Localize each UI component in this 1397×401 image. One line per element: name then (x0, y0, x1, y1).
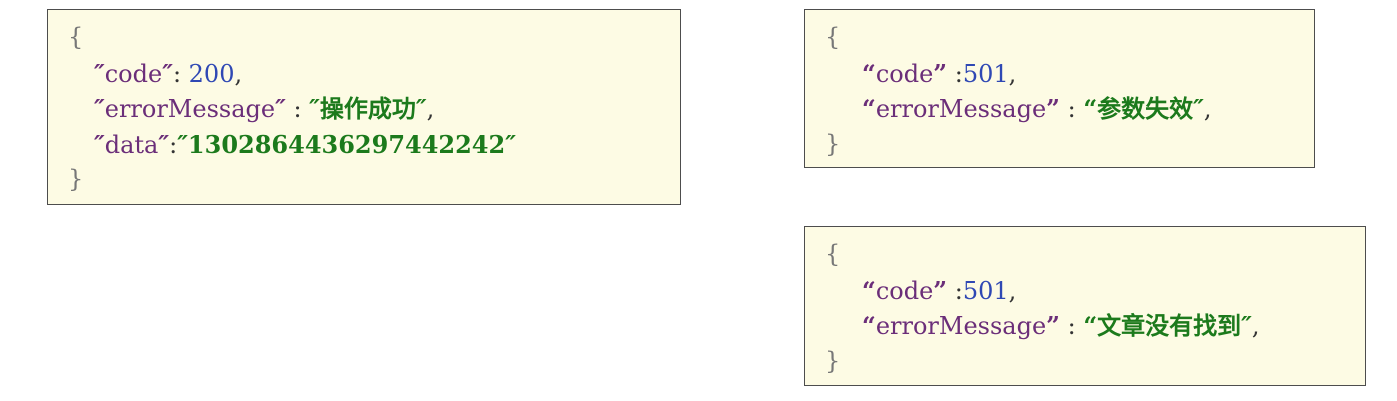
code-key: code (875, 276, 934, 305)
quote-mark: “ (1083, 94, 1098, 123)
error-message-value: 文章没有找到 (1097, 311, 1242, 340)
data-line: ″data″:″1302864436297442242″ (68, 127, 660, 163)
quote-mark: ″ (94, 94, 105, 123)
quote-mark: ” (1046, 311, 1060, 340)
quote-mark: ″ (309, 94, 320, 123)
comma: , (1008, 59, 1017, 88)
quote-mark: ″ (1193, 94, 1204, 123)
quote-mark: ″ (162, 58, 173, 88)
code-line: “code” :501, (825, 273, 1345, 309)
comma: , (426, 95, 435, 123)
quote-mark: ” (933, 58, 948, 88)
comma: , (234, 59, 243, 88)
close-brace: } (825, 129, 841, 158)
json-block-article-not-found: { “code” :501, “errorMessage” : “文章没有找到″… (804, 226, 1366, 386)
quote-mark: ″ (177, 129, 188, 159)
code-value: 501 (962, 276, 1009, 305)
data-value: 1302864436297442242 (187, 129, 506, 159)
open-brace: { (825, 23, 841, 51)
quote-mark: ″ (505, 129, 516, 159)
colon: : (172, 59, 189, 88)
error-message-value: 参数失效 (1097, 94, 1194, 123)
quote-mark: ″ (1241, 311, 1252, 340)
error-message-key: errorMessage (875, 95, 1047, 123)
quote-mark: “ (1083, 311, 1098, 340)
code-value: 200 (188, 59, 235, 88)
quote-mark: “ (862, 275, 876, 305)
colon: : (1059, 312, 1084, 340)
colon: : (169, 130, 178, 159)
code-line: ″code″: 200, (68, 56, 660, 92)
colon: : (947, 59, 963, 88)
quote-mark: ″ (158, 129, 170, 159)
colon: : (1059, 95, 1084, 123)
data-key: data (104, 130, 159, 159)
quote-mark: ” (1046, 94, 1060, 123)
quote-mark: ″ (94, 58, 105, 88)
json-block-success: { ″code″: 200, ″errorMessage″ : ″操作成功″, … (47, 9, 681, 205)
error-message-key: errorMessage (104, 95, 276, 123)
close-brace: } (68, 165, 84, 193)
colon: : (285, 95, 310, 123)
comma: , (1008, 276, 1017, 305)
json-block-param-invalid: { “code” :501, “errorMessage” : “参数失效″, … (804, 9, 1315, 168)
error-message-line: “errorMessage” : “参数失效″, (825, 91, 1294, 127)
error-message-value: 操作成功 (319, 94, 416, 123)
open-brace: { (825, 240, 841, 268)
colon: : (947, 276, 963, 305)
quote-mark: “ (862, 94, 876, 123)
code-line: “code” :501, (825, 56, 1294, 92)
quote-mark: “ (862, 311, 876, 340)
close-brace: } (825, 346, 841, 375)
code-key: code (875, 59, 934, 88)
comma: , (1203, 95, 1212, 123)
quote-mark: “ (862, 58, 876, 88)
quote-mark: ″ (415, 94, 427, 123)
error-message-key: errorMessage (875, 312, 1047, 340)
quote-mark: ″ (94, 129, 105, 159)
code-value: 501 (962, 59, 1009, 88)
comma: , (1251, 312, 1260, 340)
quote-mark: ″ (275, 94, 286, 123)
open-brace: { (68, 23, 84, 51)
error-message-line: “errorMessage” : “文章没有找到″, (825, 308, 1345, 344)
error-message-line: ″errorMessage″ : ″操作成功″, (68, 91, 660, 127)
code-key: code (104, 59, 163, 88)
quote-mark: ” (933, 275, 948, 305)
